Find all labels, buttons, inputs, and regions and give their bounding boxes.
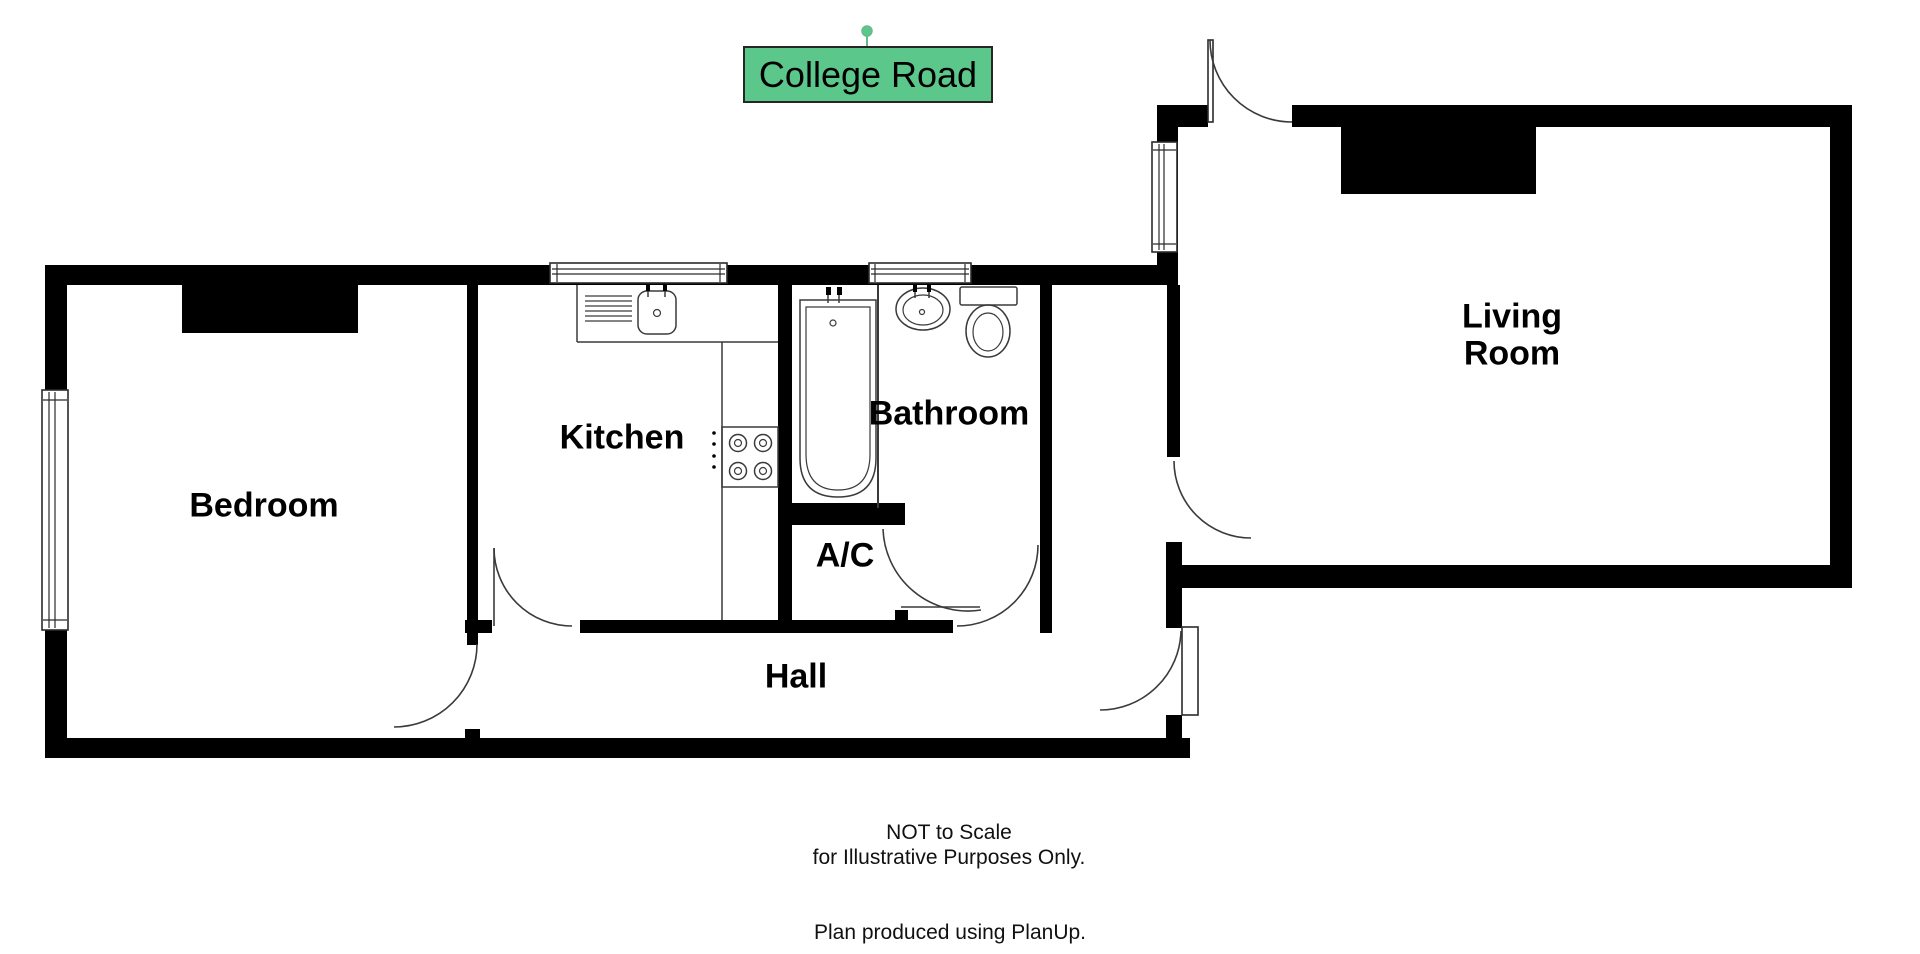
street-label: College Road (758, 53, 978, 95)
wall-ac-top (792, 503, 905, 525)
credit-text: Plan produced using PlanUp. (813, 921, 1087, 944)
wall-living-top-a (1157, 105, 1208, 127)
bathtub-icon (799, 287, 877, 498)
room-label-bedroom: Bedroom (189, 486, 339, 525)
wall-hall-top-b (580, 620, 953, 633)
wall-ac-hinge-stub (895, 610, 908, 620)
kitchen-drainer-icon (585, 295, 632, 322)
doors (393, 39, 1293, 728)
disclaimer-line-1: NOT to Scale (886, 821, 1012, 844)
wall-living-left-interior (1167, 285, 1180, 457)
disclaimer-text: NOT to Scale for Illustrative Purposes O… (813, 820, 1086, 870)
toilet-icon (959, 286, 1018, 358)
living-room-window (1151, 141, 1178, 253)
street-pin-dot (861, 25, 873, 37)
wall-living-right (1830, 127, 1852, 588)
stove-icon (712, 426, 779, 488)
bedroom-chimney-breast (182, 285, 358, 333)
kitchen-door (493, 547, 573, 627)
room-label-bathroom: Bathroom (868, 394, 1030, 433)
room-label-living-room: Living Room (1461, 297, 1563, 373)
bathroom-fixtures (799, 284, 1018, 508)
bedroom-window (41, 389, 69, 631)
kitchen-fixtures (576, 284, 779, 620)
kitchen-sink-icon (637, 284, 677, 335)
room-label-airing-cupboard: A/C (815, 536, 875, 575)
wall-kitchen-right (778, 285, 792, 620)
kitchen-window (549, 262, 728, 284)
wall-front-door-upper (1166, 542, 1182, 628)
street-pin (861, 25, 873, 47)
room-label-hall: Hall (764, 657, 828, 696)
wall-bedroom-door-stub (465, 729, 480, 738)
wall-hall-top-a (465, 620, 492, 633)
front-door (1099, 626, 1199, 716)
street-label-box: College Road (743, 46, 993, 103)
wall-bathroom-right (1040, 285, 1052, 633)
bathroom-sink-icon (895, 284, 951, 331)
room-label-kitchen: Kitchen (559, 418, 685, 457)
living-room-external-door (1207, 39, 1293, 123)
wall-bedroom-divider (467, 285, 478, 645)
windows (41, 141, 1178, 631)
bedroom-door-arc (393, 643, 478, 728)
wall-bottom-exterior (45, 738, 1190, 758)
wall-living-top-b (1292, 105, 1852, 127)
disclaimer-line-2: for Illustrative Purposes Only. (812, 846, 1086, 869)
bathroom-door-arc (956, 544, 1039, 627)
wall-living-bottom (1178, 565, 1830, 588)
airing-cupboard-door (882, 528, 982, 612)
living-chimney-breast (1341, 127, 1536, 194)
bathroom-window (868, 262, 972, 284)
living-room-door (1173, 460, 1252, 539)
wall-front-door-lower (1166, 715, 1182, 738)
